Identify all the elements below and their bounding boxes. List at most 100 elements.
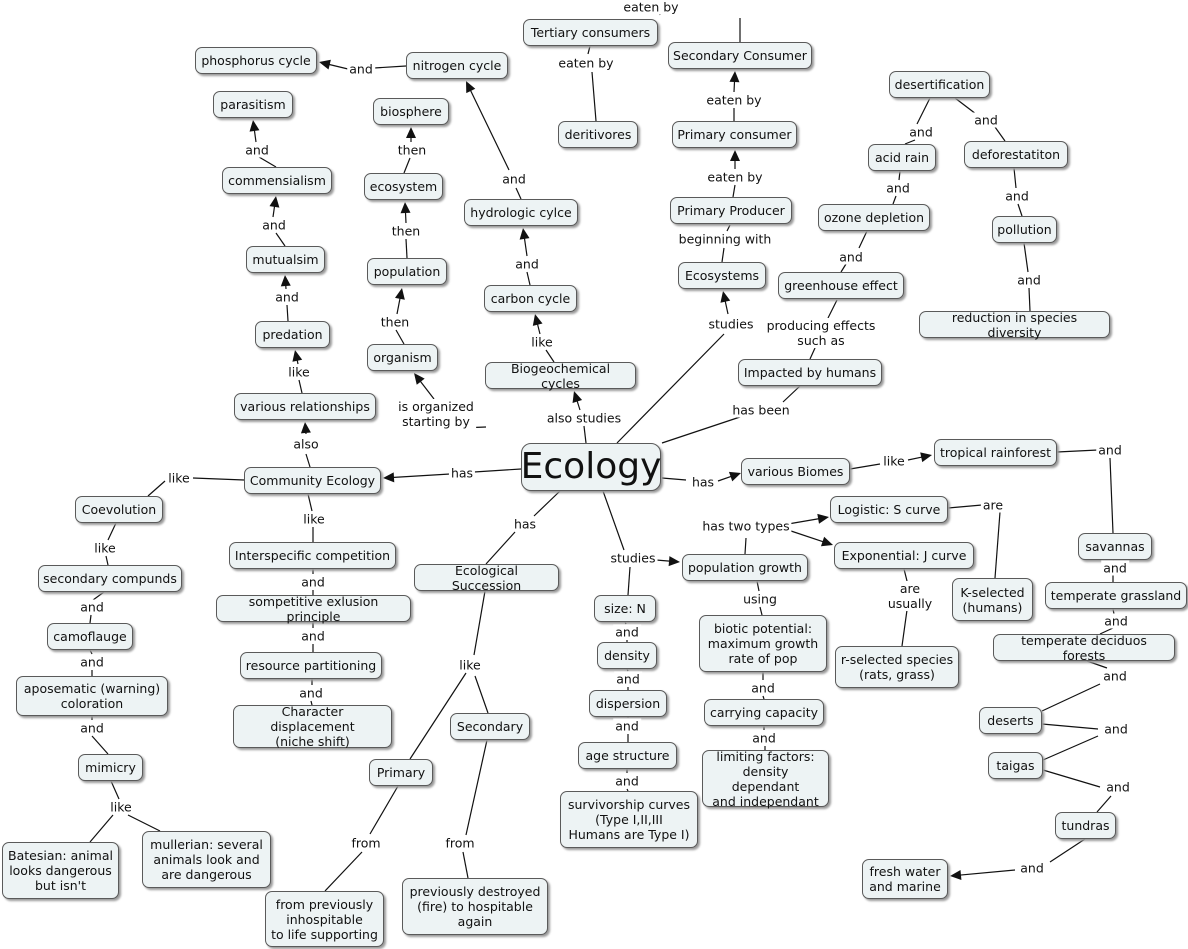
node-resource-partitioning[interactable]: resource partitioning [240,652,382,679]
node-survivorship-curves[interactable]: survivorship curves (Type I,II,III Human… [560,791,698,848]
node-taigas[interactable]: taigas [988,752,1043,779]
node-biosphere[interactable]: biosphere [373,98,449,125]
node-desertification[interactable]: desertification [889,71,990,98]
node-competitive-exclusion[interactable]: sompetitive exlusion principle [216,594,411,624]
node-batesian[interactable]: Batesian: animal looks dangerous but isn… [2,842,119,899]
node-ecological-succession[interactable]: Ecological Succession [414,563,559,593]
node-temperate-deciduous[interactable]: temperate deciduos forests [993,633,1175,663]
arrowhead [572,391,583,403]
node-r-selected[interactable]: r-selected species (rats, grass) [835,646,959,688]
connector-line [1013,167,1017,189]
link-label-and: and [513,256,541,272]
connector-line [409,672,467,760]
connector-line [89,614,92,624]
arrowhead [383,472,395,483]
link-label-and: and [1101,560,1129,576]
node-tertiary-consumers[interactable]: Tertiary consumers [523,19,658,46]
link-label-and: and [1096,442,1124,458]
connector-line [1042,735,1099,761]
connector-line [756,580,760,592]
node-organism[interactable]: organism [367,344,438,371]
arrowhead [820,536,833,547]
node-commensalism[interactable]: commensialism [222,167,332,194]
node-mutualism[interactable]: mutualsim [246,246,325,273]
node-parasitism[interactable]: parasitism [213,91,293,118]
connector-line [1112,608,1115,615]
node-deserts[interactable]: deserts [979,707,1042,734]
node-various-biomes[interactable]: various Biomes [741,458,850,485]
node-mullerian[interactable]: mullerian: several animals look and are … [142,831,271,888]
link-label-like: like [92,540,118,556]
node-reduction-species-diversity[interactable]: reduction in species diversity [919,310,1110,340]
node-camouflage[interactable]: camoflauge [47,623,133,650]
node-tropical-rainforest[interactable]: tropical rainforest [934,439,1057,466]
node-biogeochemical-cycles[interactable]: Biogeochemical cycles [485,361,636,391]
node-nitrogen-cycle[interactable]: nitrogen cycle [406,52,508,79]
connector-line [591,71,597,122]
node-logistic-s-curve[interactable]: Logistic: S curve [830,496,948,523]
node-previously-destroyed[interactable]: previously destroyed (fire) to hospitabl… [402,878,548,935]
link-label-then: then [389,223,423,239]
node-k-selected[interactable]: K-selected (humans) [952,578,1033,621]
node-deforestation[interactable]: deforestatiton [964,141,1068,168]
node-carbon-cycle[interactable]: carbon cycle [484,285,577,312]
node-deritivores[interactable]: deritivores [558,121,638,148]
link-label-also: also [291,436,321,452]
node-density[interactable]: density [597,642,657,669]
node-savannas[interactable]: savannas [1078,533,1152,560]
link-label-and: and [299,574,327,590]
node-primary-consumer[interactable]: Primary consumer [672,121,797,148]
node-community-ecology[interactable]: Community Ecology [244,467,381,494]
node-from-inhospitable[interactable]: from previously inhospitable to life sup… [265,891,384,947]
node-ecosystems[interactable]: Ecosystems [678,262,766,289]
node-biotic-potential[interactable]: biotic potential: maximum growth rate of… [699,615,827,672]
connector-line [661,477,687,481]
node-interspecific-competition[interactable]: Interspecific competition [229,542,396,569]
node-predation[interactable]: predation [255,321,330,348]
connector-line [587,45,591,55]
node-impacted-by-humans[interactable]: Impacted by humans [738,359,882,386]
connector-line [782,385,801,403]
link-label-and: and [243,142,271,158]
node-phosphorus-cycle[interactable]: phosphorus cycle [195,47,317,74]
node-primary-producer[interactable]: Primary Producer [670,197,792,224]
node-primary[interactable]: Primary [369,759,433,786]
node-pollution[interactable]: pollution [992,216,1057,243]
link-label-and: and [972,112,1000,128]
node-secondary[interactable]: Secondary [450,713,530,740]
arrowhead [920,452,932,463]
node-acid-rain[interactable]: acid rain [868,144,936,171]
node-tundras[interactable]: tundras [1055,812,1116,839]
node-aposematic[interactable]: aposematic (warning) coloration [16,676,168,716]
node-population-growth[interactable]: population growth [682,554,808,581]
node-character-displacement[interactable]: Character displacement (niche shift) [233,704,392,749]
node-ecosystem[interactable]: ecosystem [364,173,443,200]
connector-line [787,529,825,543]
node-hydrologic-cycle[interactable]: hydrologic cylce [464,199,578,226]
node-carrying-capacity[interactable]: carrying capacity [704,699,824,726]
node-population[interactable]: population [367,258,447,285]
connector-line [396,296,401,315]
node-ecology[interactable]: Ecology [521,443,661,491]
node-fresh-water-marine[interactable]: fresh water and marine [862,859,948,899]
node-mimicry[interactable]: mimicry [78,754,143,781]
node-greenhouse-effect[interactable]: greenhouse effect [778,272,904,299]
node-temperate-grassland[interactable]: temperate grassland [1045,582,1187,609]
node-secondary-consumer[interactable]: Secondary Consumer [668,42,812,69]
node-dispersion[interactable]: dispersion [589,690,667,717]
connector-line [373,65,407,69]
link-label-and: and [347,61,375,77]
connector-line [1041,683,1101,712]
link-label-and: and [907,124,935,140]
node-various-relationships[interactable]: various relationships [234,393,376,420]
node-size-n[interactable]: size: N [594,595,656,622]
connector-line [717,475,733,482]
node-secondary-compounds[interactable]: secondary compunds [38,565,182,592]
node-ozone-depletion[interactable]: ozone depletion [818,204,930,231]
node-exponential-j-curve[interactable]: Exponential: J curve [834,542,974,569]
node-coevolution[interactable]: Coevolution [75,496,163,523]
node-limiting-factors[interactable]: limiting factors: density dependant and … [702,749,829,809]
connector-line [462,851,469,879]
node-age-structure[interactable]: age structure [578,742,677,769]
link-label-like: like [881,453,907,469]
